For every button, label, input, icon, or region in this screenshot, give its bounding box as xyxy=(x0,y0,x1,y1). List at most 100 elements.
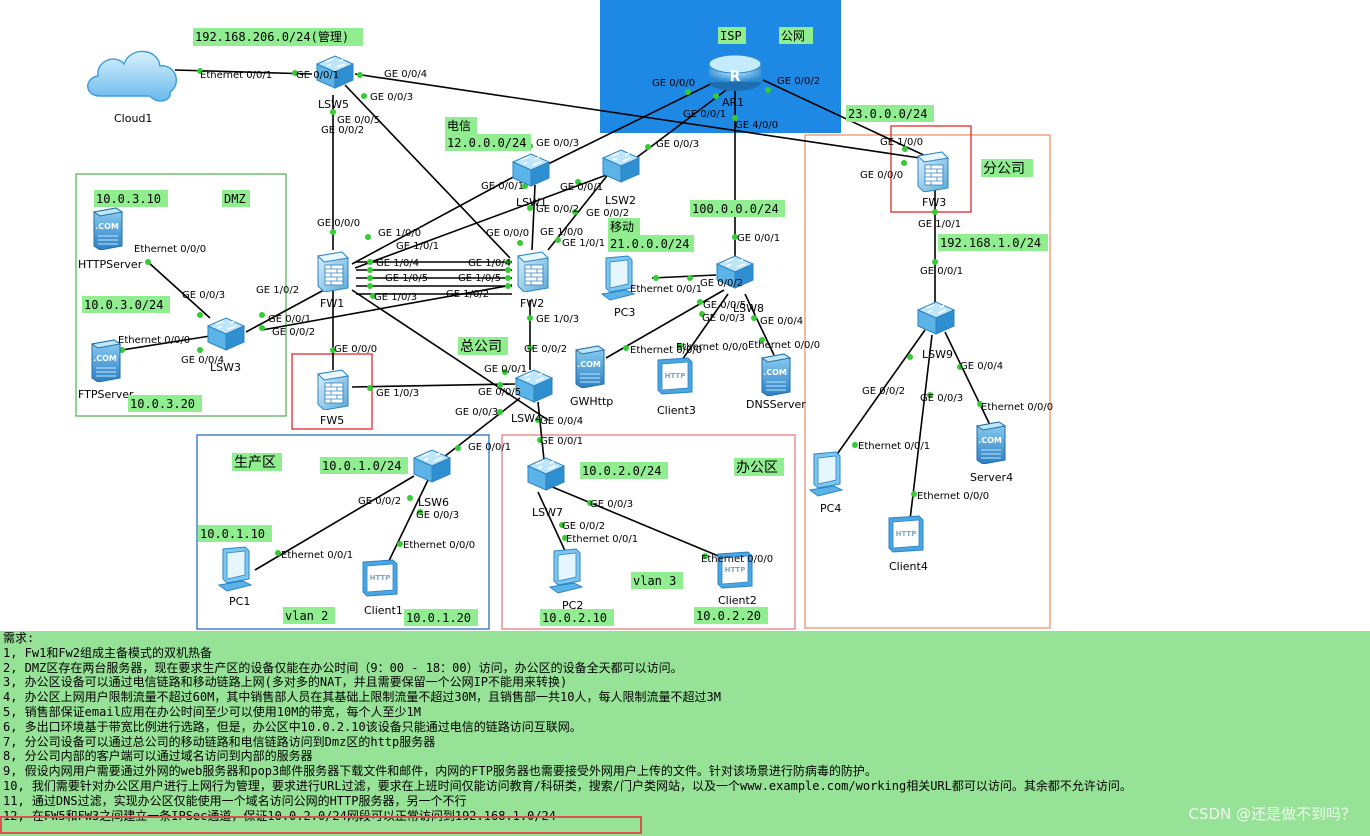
port-label: GE 1/0/5 xyxy=(385,273,428,284)
port-label: GE 0/0/4 xyxy=(540,416,583,427)
tag-dmz-net: 10.0.3.0/24 xyxy=(84,298,163,312)
port-label: GE 1/0/1 xyxy=(396,241,439,252)
http-server-label: HTTPServer xyxy=(78,258,143,271)
client-icon-client1[interactable] xyxy=(362,559,398,597)
firewall-icon-fw3[interactable] xyxy=(917,151,949,192)
port-label: Ethernet 0/0/1 xyxy=(630,284,702,295)
firewall-icon-fw1[interactable] xyxy=(317,251,349,292)
pc-icon-pc2[interactable] xyxy=(549,548,583,594)
port-label: GE 0/0/2 xyxy=(586,208,629,219)
port-label: Ethernet 0/0/0 xyxy=(917,491,989,502)
requirement-item: 8, 分公司内部的客户端可以通过域名访问到内部的服务器 xyxy=(3,749,313,764)
port-label: GE 0/0/4 xyxy=(181,355,224,366)
watermark: CSDN @还是做不到吗？ xyxy=(1188,805,1356,823)
port-labels: Ethernet 0/0/1 GE 0/0/1 GE 0/0/4 GE 0/0/… xyxy=(118,69,1053,565)
port-label: GE 0/0/2 xyxy=(524,344,567,355)
fw2-label: FW2 xyxy=(520,297,544,310)
fw1-label: FW1 xyxy=(320,297,344,310)
server-icon-http[interactable] xyxy=(93,207,123,250)
port-label: GE 1/0/0 xyxy=(880,137,923,148)
requirement-item: 6, 多出口环境基于带宽比例进行选路，但是，办公区中10.0.2.10该设备只能… xyxy=(3,719,582,734)
server-icon-server4[interactable] xyxy=(976,421,1006,464)
switch-icon-lsw7[interactable] xyxy=(527,457,565,491)
firewall-icon-fw2[interactable] xyxy=(517,251,549,292)
port-label: GE 0/0/5 xyxy=(337,115,380,126)
port-label: GE 1/0/5 xyxy=(458,273,501,284)
requirements-panel: 需求: 1, Fw1和Fw2组成主备模式的双机热备 2, DMZ区存在两台服务器… xyxy=(0,631,1370,836)
port-label: GE 0/0/0 xyxy=(652,78,695,89)
port-label: GE 0/0/3 xyxy=(416,510,459,521)
port-label: GE 1/0/2 xyxy=(446,289,489,300)
port-label: GE 0/0/1 xyxy=(737,233,780,244)
dns-server-label: DNSServer xyxy=(746,398,806,411)
port-label: GE 1/0/0 xyxy=(540,227,583,238)
tag-telecom-net: 12.0.0.0/24 xyxy=(447,136,526,150)
switch-icon-lsw6[interactable] xyxy=(413,449,451,483)
requirement-item: 9, 假设内网用户需要通过外网的web服务器和pop3邮件服务器下载文件和邮件，… xyxy=(3,764,877,779)
pc-icon-pc4[interactable] xyxy=(809,451,843,497)
client-icon-client3[interactable] xyxy=(657,357,693,395)
svg-text:R: R xyxy=(730,69,741,85)
client3-label: Client3 xyxy=(657,404,696,417)
port-label: GE 0/0/2 xyxy=(321,125,364,136)
ftp-server-label: FTPServer xyxy=(78,388,134,401)
tag-mobile-net: 21.0.0.0/24 xyxy=(610,237,689,251)
server4-label: Server4 xyxy=(970,471,1013,484)
pc-icon-pc1[interactable] xyxy=(218,546,252,592)
gwhttp-label: GWHttp xyxy=(570,395,613,408)
lsw5-label: LSW5 xyxy=(318,98,349,111)
server-icon-dns[interactable] xyxy=(761,353,791,396)
tag-dmz: DMZ xyxy=(224,192,246,206)
lsw9-label: LSW9 xyxy=(922,348,953,361)
port-label: Ethernet 0/0/1 xyxy=(200,70,272,81)
port-label: GE 0/0/1 xyxy=(296,70,339,81)
pc4-label: PC4 xyxy=(820,502,841,515)
tag-branch-lan: 192.168.1.0/24 xyxy=(940,236,1041,250)
port-label: Ethernet 0/0/1 xyxy=(281,550,353,561)
switch-icon-lsw3[interactable] xyxy=(207,317,245,351)
tag-telecom: 电信 xyxy=(447,119,471,133)
lsw7-label: LSW7 xyxy=(532,506,563,519)
port-label: GE 0/0/0 xyxy=(334,344,377,355)
port-label: GE 0/0/1 xyxy=(484,364,527,375)
port-label: GE 0/0/1 xyxy=(481,181,524,192)
lsw8-label: LSW8 xyxy=(733,302,764,315)
lsw2-label: LSW2 xyxy=(605,194,636,207)
switch-icon-lsw9[interactable] xyxy=(917,301,955,335)
client-icon-client4[interactable] xyxy=(888,515,924,553)
port-label: GE 4/0/0 xyxy=(735,120,778,131)
cloud1-label: Cloud1 xyxy=(114,112,152,125)
dmz-zone xyxy=(75,173,287,417)
port-label: GE 1/0/3 xyxy=(376,388,419,399)
tag-vlan3: vlan 3 xyxy=(633,574,676,588)
port-label: GE 0/0/3 xyxy=(656,139,699,150)
switch-icon-lsw2[interactable] xyxy=(602,149,640,183)
port-dots xyxy=(119,68,983,559)
port-label: Ethernet 0/0/0 xyxy=(981,402,1053,413)
lsw6-label: LSW6 xyxy=(418,496,449,509)
port-label: Ethernet 0/0/1 xyxy=(566,534,638,545)
cloud-icon[interactable] xyxy=(87,50,178,102)
tag-mgmt: 192.168.206.0/24(管理) xyxy=(195,29,349,44)
server-icon-gwhttp[interactable] xyxy=(575,345,605,388)
lsw3-label: LSW3 xyxy=(210,361,241,374)
port-label: GE 0/0/3 xyxy=(702,313,745,324)
port-label: GE 0/0/4 xyxy=(960,361,1003,372)
requirement-item: 2, DMZ区存在两台服务器，现在要求生产区的设备仅能在办公时间（9：00 - … xyxy=(3,660,683,675)
port-label: GE 0/0/2 xyxy=(536,204,579,215)
port-label: Ethernet 0/0/1 xyxy=(858,441,930,452)
firewall-icon-fw5[interactable] xyxy=(317,369,349,410)
client1-label: Client1 xyxy=(364,604,403,617)
requirement-12-highlight xyxy=(0,816,642,834)
port-label: GE 1/0/4 xyxy=(468,258,511,269)
tag-dmz-server-ip: 10.0.3.10 xyxy=(96,192,161,206)
requirement-item: 4, 办公区上网用户限制流量不超过60M，其中销售部人员在其基础上限制流量不超过… xyxy=(3,690,721,705)
port-label: GE 0/0/3 xyxy=(590,499,633,510)
pc1-label: PC1 xyxy=(229,595,250,608)
router-icon-ar1[interactable]: R xyxy=(708,54,762,91)
tag-office-net: 10.0.2.0/24 xyxy=(582,464,661,478)
port-label: GE 0/0/3 xyxy=(182,290,225,301)
tag-client1-ip: 10.0.1.20 xyxy=(406,611,471,625)
tag-mobile: 移动 xyxy=(610,220,634,234)
server-icon-ftp[interactable] xyxy=(91,339,121,382)
